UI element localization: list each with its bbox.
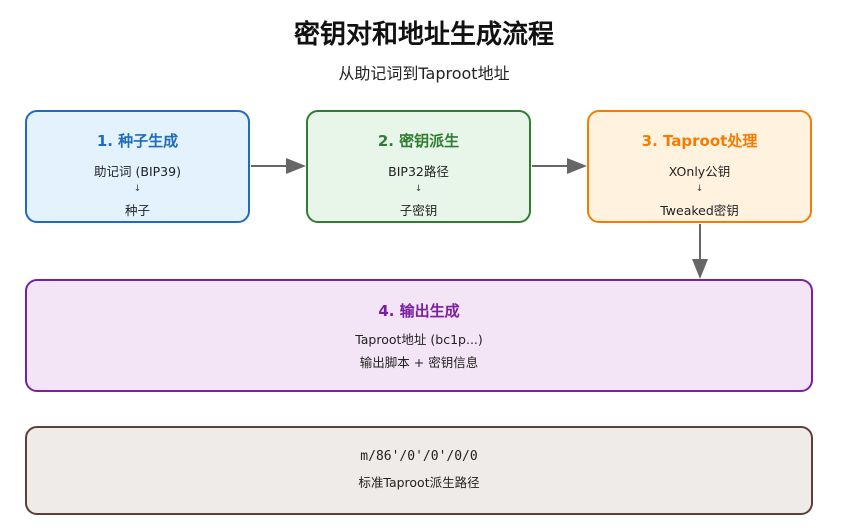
key-derivation-title: 2. 密钥派生 <box>377 132 460 150</box>
diagram-title: 密钥对和地址生成流程 <box>293 20 554 50</box>
key-derivation-down-arrow: ↓ <box>414 184 423 194</box>
key-derivation-box: 2. 密钥派生 BIP32路径 ↓ 子密钥 <box>306 110 531 223</box>
arrow-seed-to-derive-head <box>286 158 306 174</box>
taproot-processing-title: 3. Taproot处理 <box>641 132 758 150</box>
key-derivation-input: BIP32路径 <box>388 164 449 179</box>
derivation-path-caption: 标准Taproot派生路径 <box>358 475 480 490</box>
seed-generation-input: 助记词 (BIP39) <box>94 164 181 179</box>
derivation-path-box: m/86'/0'/0'/0/0 标准Taproot派生路径 <box>25 426 813 515</box>
arrow-seed-to-derive <box>251 158 306 174</box>
diagram-subtitle: 从助记词到Taproot地址 <box>338 64 510 83</box>
output-generation-title: 4. 输出生成 <box>378 302 460 320</box>
arrow-taproot-to-output <box>692 224 708 279</box>
seed-generation-box: 1. 种子生成 助记词 (BIP39) ↓ 种子 <box>25 110 250 223</box>
seed-generation-title: 1. 种子生成 <box>96 132 179 150</box>
output-generation-box: 4. 输出生成 Taproot地址 (bc1p...) 输出脚本 + 密钥信息 <box>25 279 813 392</box>
output-generation-script: 输出脚本 + 密钥信息 <box>359 355 479 370</box>
taproot-processing-input: XOnly公钥 <box>668 164 731 179</box>
derivation-path-value: m/86'/0'/0'/0/0 <box>360 449 478 464</box>
taproot-processing-output: Tweaked密钥 <box>660 203 739 218</box>
taproot-processing-down-arrow: ↓ <box>695 184 704 194</box>
arrow-derive-to-taproot-head <box>567 158 587 174</box>
key-derivation-output: 子密钥 <box>399 203 438 218</box>
output-generation-address: Taproot地址 (bc1p...) <box>355 332 483 347</box>
arrow-derive-to-taproot <box>532 158 587 174</box>
arrow-taproot-to-output-head <box>692 259 708 279</box>
seed-generation-down-arrow: ↓ <box>133 184 142 194</box>
taproot-processing-box: 3. Taproot处理 XOnly公钥 ↓ Tweaked密钥 <box>587 110 812 223</box>
seed-generation-output: 种子 <box>124 203 150 218</box>
